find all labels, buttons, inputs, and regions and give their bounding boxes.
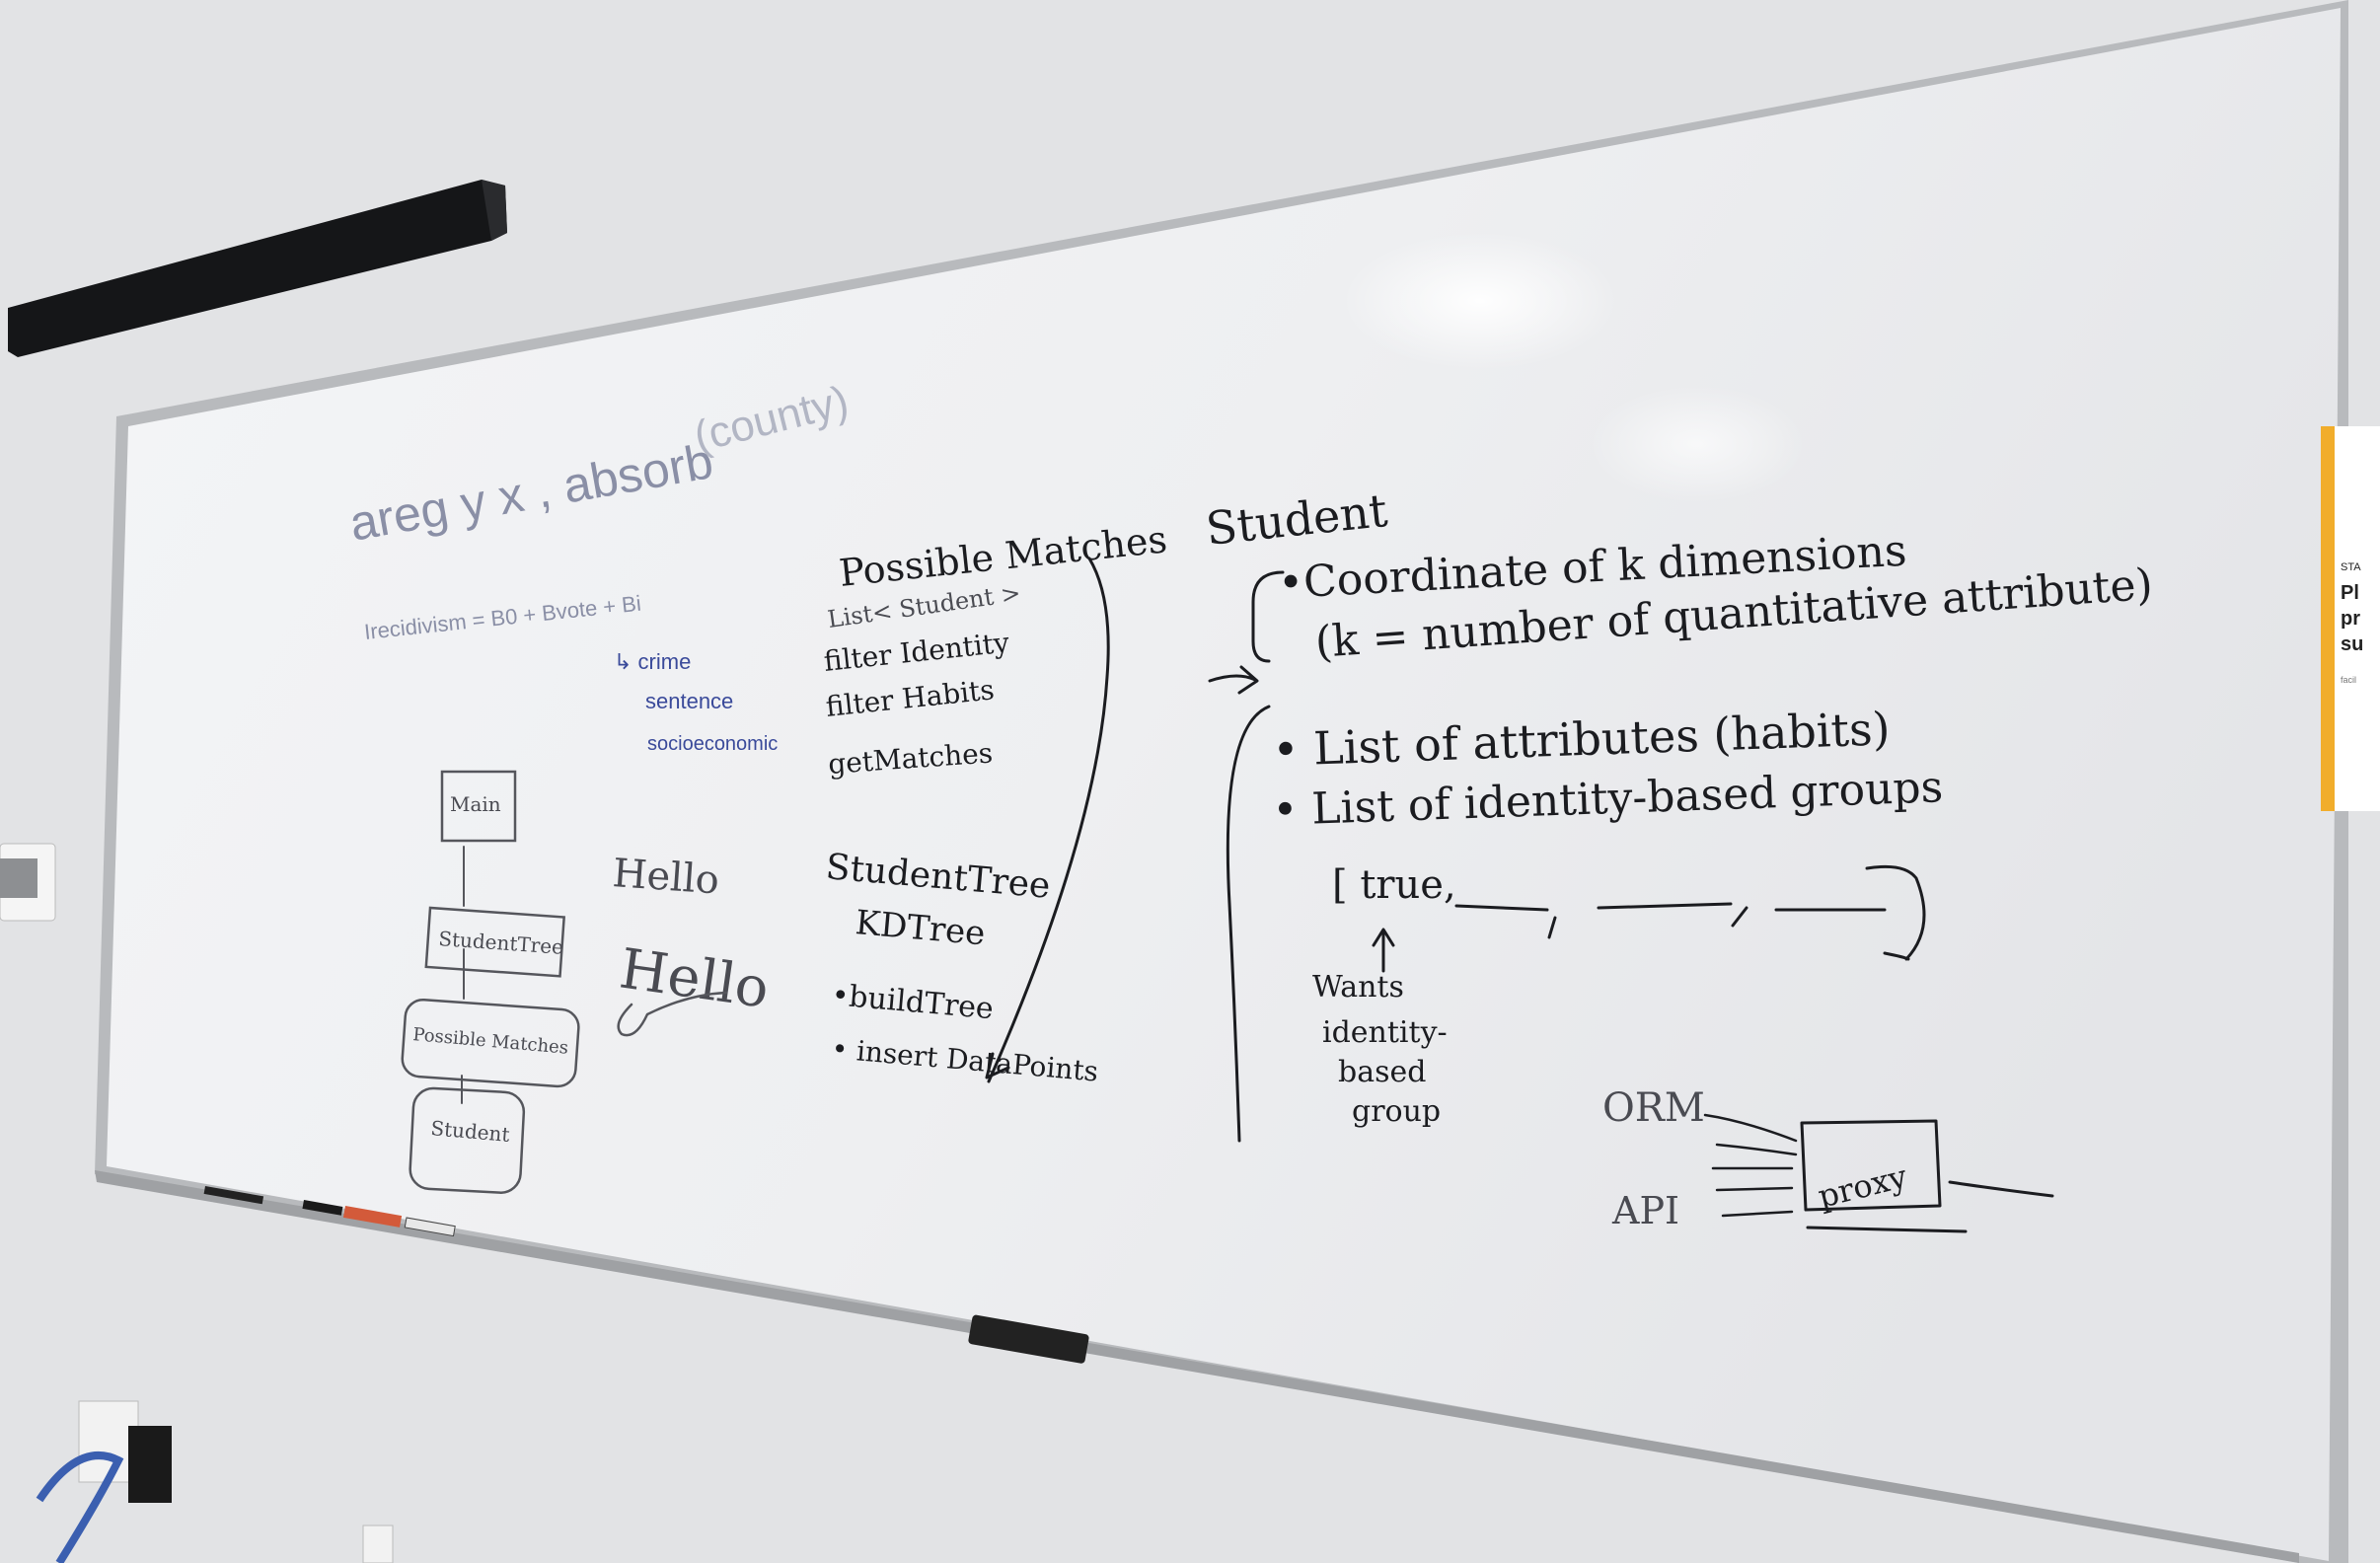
student-array: [ true, — [1332, 862, 1456, 908]
marker-tray — [203, 1186, 456, 1237]
sign-line-4: su — [2341, 633, 2364, 655]
blue-item-crime: ↳ crime — [614, 649, 691, 674]
sign-line-2: Pl — [2341, 582, 2359, 604]
eraser-icon[interactable] — [968, 1314, 1089, 1364]
wants-note-2: identity- — [1322, 1015, 1448, 1050]
sign-line-5: facil — [2341, 675, 2357, 685]
thermostat-icon — [0, 843, 56, 922]
sign-line-3: pr — [2341, 608, 2360, 630]
hierarchy-main: Main — [450, 792, 501, 816]
wall-sign: STA Pl pr su facil — [2321, 426, 2380, 811]
soundbar-icon — [8, 180, 507, 357]
sign-line-1: STA — [2341, 561, 2361, 573]
proxy-label-orm: ORM — [1602, 1085, 1705, 1131]
proxy-label-api: API — [1611, 1189, 1679, 1232]
whiteboard — [95, 0, 2348, 1563]
wants-note-1: Wants — [1312, 970, 1404, 1005]
blue-item-sentence: sentence — [645, 689, 733, 713]
power-outlet-icon — [36, 1400, 394, 1563]
hello-1: Hello — [611, 851, 720, 903]
wants-note-4: group — [1352, 1094, 1441, 1129]
blue-list: ↳ crime sentence socioeconomic — [614, 649, 778, 755]
wants-note-3: based — [1338, 1055, 1426, 1089]
blue-item-socioeconomic: socioeconomic — [647, 733, 778, 755]
